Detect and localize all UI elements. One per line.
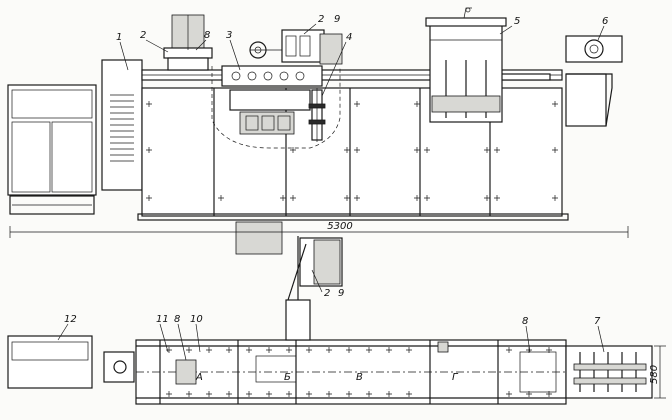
left-end-drive-plan [103, 351, 135, 383]
label-7: 7 [594, 316, 601, 327]
plan-labels: 11 8 10 8 7 2 9 А Б В Г [156, 269, 605, 383]
upper-drive-unit [249, 29, 343, 65]
cabinet-plan: 12 [7, 314, 93, 389]
label-3: 3 [226, 30, 232, 41]
zone-b: Б [284, 372, 291, 383]
label-9-top: 9 [334, 14, 340, 25]
bed-plan [135, 339, 567, 405]
control-cabinet [7, 84, 97, 215]
label-10: 10 [190, 314, 203, 325]
lower-motor [235, 221, 283, 255]
dimension-580: 580 [649, 345, 666, 399]
label-8-plan-right: 8 [522, 316, 528, 327]
dimension-length-text: 5300 [327, 221, 352, 232]
label-2-left: 2 [140, 30, 146, 41]
label-11: 11 [156, 314, 169, 325]
label-6: 6 [602, 16, 608, 27]
dimension-width-text: 580 [649, 365, 660, 384]
label-9-plan: 9 [338, 288, 344, 299]
plan-view: 12 [7, 243, 666, 405]
output-conveyor-7 [565, 345, 653, 399]
label-1: 1 [116, 32, 122, 43]
louvered-panel [101, 59, 143, 191]
label-8-plan-left: 8 [174, 314, 180, 325]
main-frame [137, 87, 569, 221]
zone-g: Г [452, 372, 459, 383]
central-mechanism [211, 65, 341, 149]
label-8: 8 [204, 30, 210, 41]
label-4: 4 [346, 32, 352, 43]
housing-5 [425, 7, 507, 123]
label-12: 12 [64, 314, 77, 325]
dimension-5300: 5300 [9, 221, 629, 238]
label-2-plan: 2 [324, 288, 330, 299]
zone-a: А [195, 372, 203, 383]
side-drive-unit [297, 236, 343, 340]
label-5: 5 [514, 16, 520, 27]
front-labels: 1 2 8 3 2 9 4 5 6 [116, 14, 608, 97]
drive-motor-left [163, 14, 213, 71]
front-view: 5300 1 2 8 3 2 9 4 5 6 [7, 7, 629, 340]
end-unit-6 [565, 35, 623, 127]
plan-side-drive [285, 243, 311, 341]
label-2-top: 2 [318, 14, 324, 25]
zone-v: В [356, 372, 363, 383]
